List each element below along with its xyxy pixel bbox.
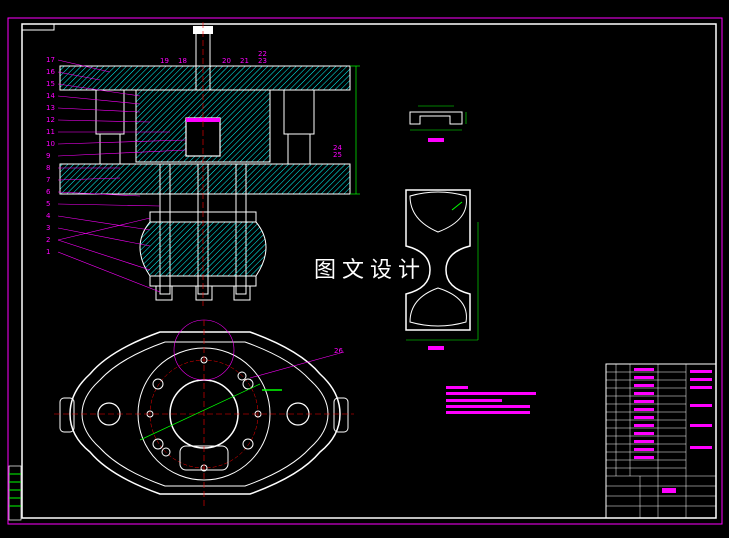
part-number-label: 15 [46, 80, 55, 88]
base-outline [69, 331, 341, 495]
part-number-label: 5 [46, 200, 50, 208]
bottom-plate [59, 163, 351, 195]
part-number-label: 20 [222, 57, 231, 65]
part-number-label: 8 [46, 164, 50, 172]
corner-mark [22, 24, 55, 31]
part-number-label: 6 [46, 188, 51, 196]
part-number-label: 24 [333, 144, 342, 152]
title-block [605, 363, 717, 519]
part-number-label: 10 [46, 140, 55, 148]
workpiece-profile [409, 105, 467, 142]
inner-frame [21, 23, 717, 519]
part-number-26: 26 [334, 347, 343, 355]
part-number-label: 12 [46, 116, 55, 124]
part-number-label: 2 [46, 236, 50, 244]
part-number-label: 13 [46, 104, 55, 112]
part-number-label: 14 [46, 92, 55, 100]
leader-lines [57, 59, 187, 293]
part-number-label: 3 [46, 224, 50, 232]
guide-column-left [95, 89, 125, 135]
watermark: 图文设计 [314, 258, 426, 283]
part-number-label: 18 [178, 57, 187, 65]
part-number-label: 11 [46, 128, 55, 136]
part-number-label: 4 [46, 212, 51, 220]
left-margin-block [8, 465, 22, 521]
part-number-label: 9 [46, 152, 50, 160]
guide-column-right [283, 89, 315, 135]
part-number-label: 21 [240, 57, 249, 65]
part-number-label: 23 [258, 57, 267, 65]
part-number-label: 25 [333, 151, 342, 159]
part-number-label: 19 [160, 57, 169, 65]
section-view [59, 22, 360, 306]
top-plate [59, 65, 351, 91]
technical-notes [446, 386, 536, 414]
plan-view [54, 319, 354, 506]
part-number-label: 7 [46, 176, 50, 184]
part-number-label: 16 [46, 68, 55, 76]
blank-layout [405, 189, 479, 350]
part-number-label: 1 [46, 248, 50, 256]
outer-frame [7, 17, 723, 525]
part-number-label: 22 [258, 50, 267, 58]
part-numbers-left: 17 16 15 14 13 12 11 10 9 8 7 6 5 4 3 2 1 [46, 56, 55, 256]
part-number-label: 17 [46, 56, 55, 64]
